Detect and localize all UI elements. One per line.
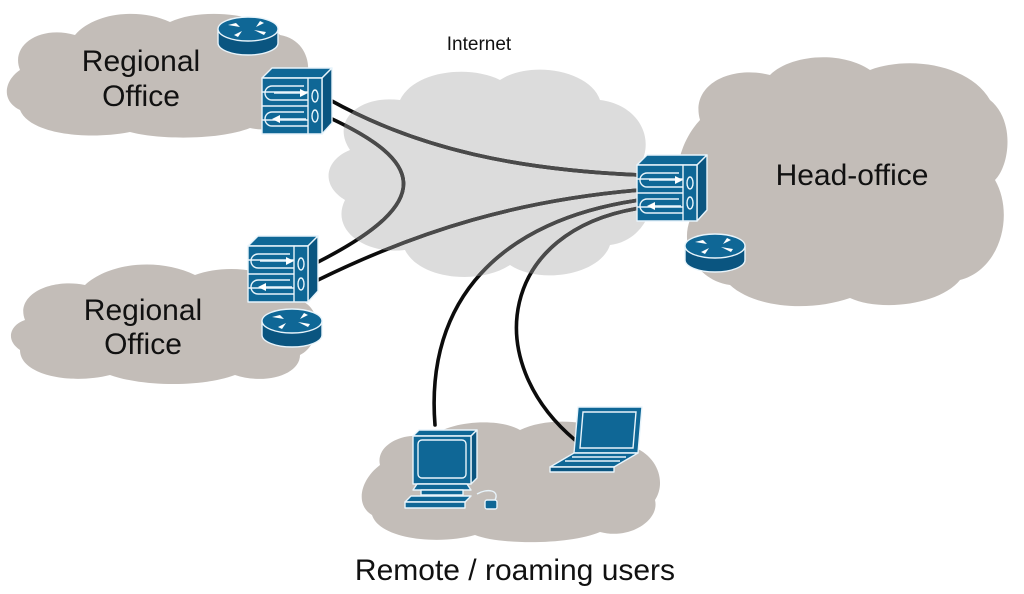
- laptop-icon: [549, 406, 643, 473]
- head-office-router-icon: [684, 233, 746, 273]
- regional-office-top-label-line1: Regional: [82, 45, 200, 78]
- remote-users-label: Remote / roaming users: [355, 554, 675, 587]
- head-office-label: Head-office: [776, 159, 929, 192]
- regional-office-bottom-label-line1: Regional: [84, 294, 202, 327]
- regional-office-bottom-label-line2: Office: [104, 328, 182, 361]
- head-office-cloud: [676, 57, 1008, 307]
- regional-office-bottom-cloud: [10, 264, 317, 385]
- regional-bottom-firewall-icon: [247, 235, 319, 303]
- head-office-firewall-icon: [636, 154, 708, 222]
- regional-office-top-label-line2: Office: [102, 80, 180, 113]
- desktop-computer-icon: [404, 429, 498, 510]
- regional-top-firewall-icon: [261, 67, 333, 135]
- internet-label: Internet: [447, 34, 512, 55]
- regional-bottom-router-icon: [261, 308, 323, 348]
- internet-cloud: [328, 69, 653, 277]
- regional-top-router-icon: [217, 16, 279, 56]
